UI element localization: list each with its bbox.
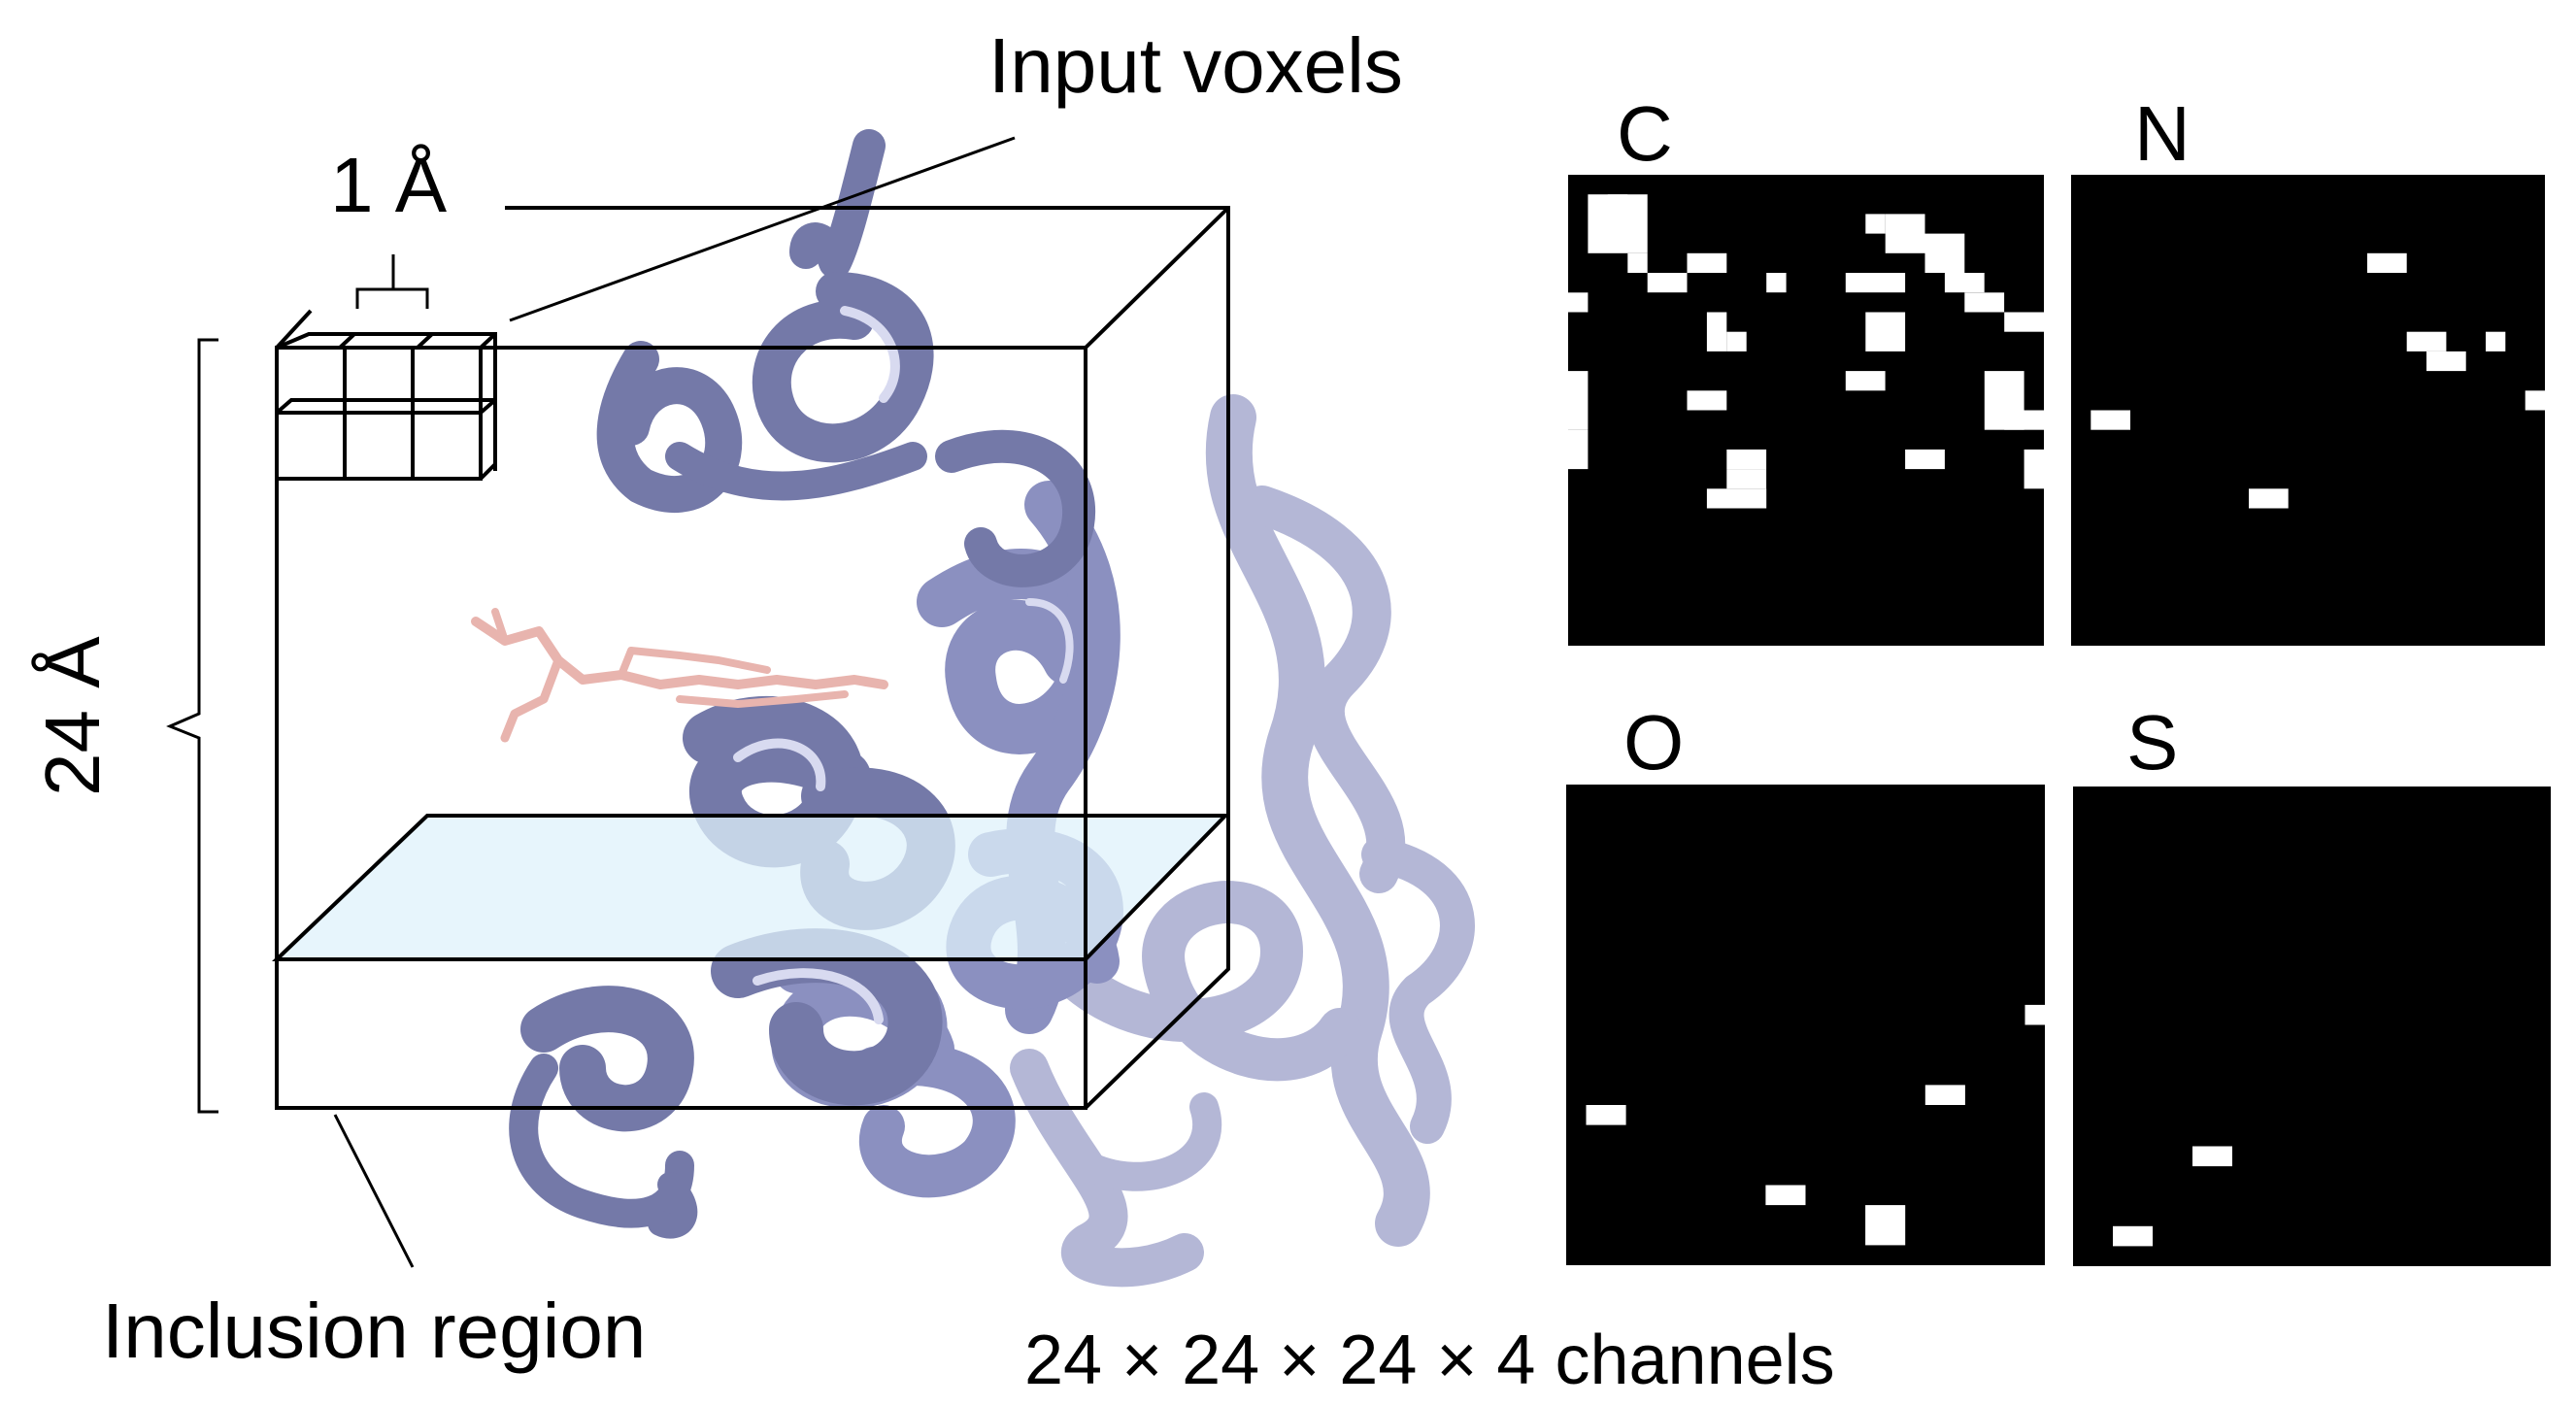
input-voxels-leader bbox=[509, 136, 1016, 322]
voxel-size-label: 1 Å bbox=[330, 142, 448, 228]
occupied-voxel-c bbox=[1924, 233, 1965, 273]
occupied-voxel-n bbox=[2406, 331, 2447, 352]
channel-grid-bg-s bbox=[2073, 787, 2551, 1266]
occupied-voxel-c bbox=[1726, 469, 1767, 489]
occupied-voxel-c bbox=[1568, 371, 1589, 430]
inclusion-region-leader bbox=[333, 1114, 415, 1268]
occupied-voxel-s bbox=[2113, 1225, 2153, 1247]
occupied-voxel-c bbox=[1726, 449, 1767, 470]
channel-grid-o: O bbox=[1566, 699, 2045, 1265]
occupied-voxel-o bbox=[2024, 1004, 2045, 1025]
occupied-voxel-c bbox=[1865, 312, 1906, 352]
box-size-bracket bbox=[166, 338, 218, 1114]
occupied-voxel-c bbox=[1647, 273, 1688, 293]
occupied-voxel-c bbox=[1687, 390, 1727, 411]
occupied-voxel-c bbox=[1885, 214, 1925, 253]
occupied-voxel-o bbox=[1586, 1105, 1626, 1125]
occupied-voxel-c bbox=[1845, 273, 1906, 293]
occupied-voxel-c bbox=[1964, 292, 2005, 313]
occupied-voxel-n bbox=[2091, 410, 2130, 430]
occupied-voxel-s bbox=[2192, 1146, 2232, 1167]
occupied-voxel-c bbox=[1865, 214, 1886, 234]
occupied-voxel-c bbox=[1905, 449, 1945, 470]
occupied-voxel-n bbox=[2249, 488, 2289, 509]
dimensions-label: 24 × 24 × 24 × 4 channels bbox=[1024, 1322, 1835, 1399]
ligand-molecule bbox=[471, 608, 888, 743]
protein-structure bbox=[509, 129, 1475, 1288]
voxel-box bbox=[275, 206, 1230, 1110]
occupied-voxel-c bbox=[1687, 252, 1727, 273]
occupied-voxel-c bbox=[2004, 410, 2044, 430]
occupied-voxel-c bbox=[1607, 194, 1628, 215]
occupied-voxel-c bbox=[1845, 371, 1886, 391]
occupied-voxel-c bbox=[1944, 273, 1985, 293]
voxel-size-bracket bbox=[355, 254, 429, 309]
occupied-voxel-n bbox=[2486, 331, 2506, 352]
channel-grid-s: S bbox=[2073, 699, 2551, 1266]
input-voxel-cells bbox=[275, 309, 497, 481]
occupied-voxel-c bbox=[2004, 312, 2044, 332]
channel-label-n: N bbox=[2134, 90, 2191, 177]
occupied-voxel-c bbox=[1568, 429, 1589, 470]
channel-label-o: O bbox=[1623, 699, 1684, 786]
occupied-voxel-c bbox=[1726, 331, 1747, 352]
channel-grid-bg-n bbox=[2071, 175, 2545, 646]
occupied-voxel-c bbox=[1568, 292, 1589, 313]
inclusion-region-label: Inclusion region bbox=[102, 1288, 646, 1374]
occupied-voxel-c bbox=[1706, 488, 1767, 509]
channel-label-c: C bbox=[1617, 90, 1673, 177]
channel-grid-c: C bbox=[1568, 90, 2044, 646]
occupied-voxel-o bbox=[1765, 1185, 1806, 1206]
occupied-voxel-c bbox=[2024, 449, 2044, 489]
channel-label-s: S bbox=[2126, 699, 2178, 786]
occupied-voxel-n bbox=[2367, 252, 2407, 273]
box-size-label: 24 Å bbox=[29, 636, 116, 796]
input-voxels-label: Input voxels bbox=[988, 22, 1403, 109]
inclusion-region-plane bbox=[272, 814, 1230, 961]
occupied-voxel-c bbox=[1627, 252, 1648, 273]
occupied-voxel-o bbox=[1924, 1085, 1965, 1105]
occupied-voxel-n bbox=[2525, 390, 2545, 411]
occupied-voxel-o bbox=[1865, 1205, 1906, 1246]
channel-grid-n: N bbox=[2071, 90, 2545, 646]
occupied-voxel-c bbox=[1766, 273, 1787, 293]
occupied-voxel-c bbox=[1706, 312, 1727, 352]
occupied-voxel-n bbox=[2426, 351, 2466, 372]
